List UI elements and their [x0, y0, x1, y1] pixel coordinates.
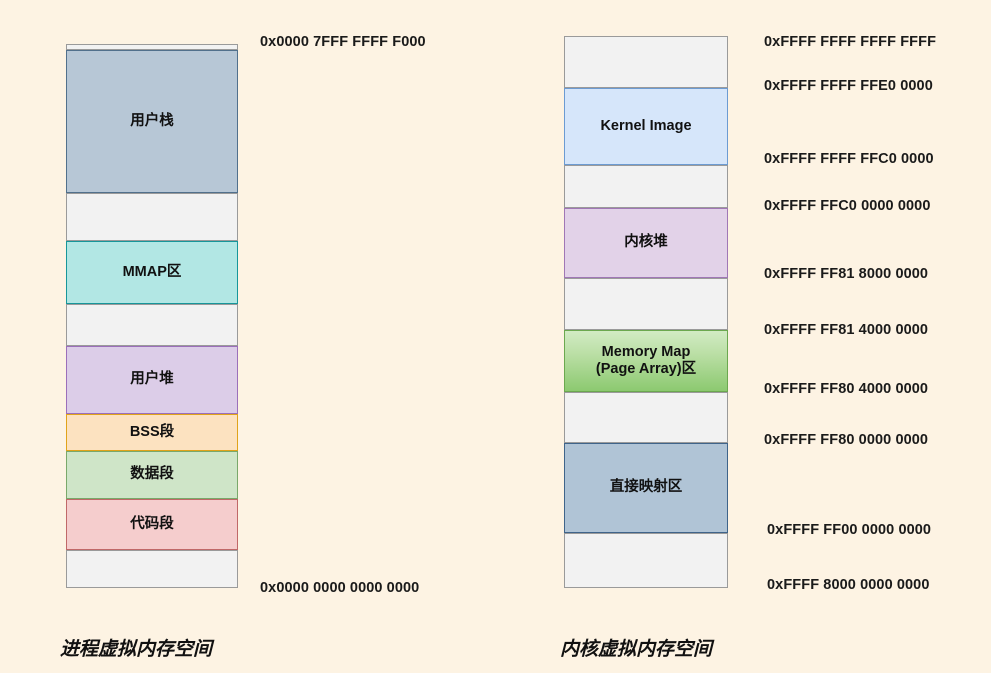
address-label-kernel-0: 0xFFFF FFFF FFFF FFFF [764, 34, 937, 50]
memory-block-label: 内核堆 [624, 234, 668, 251]
memory-block-gap [66, 44, 238, 50]
kernel-memory-column: Kernel Image 内核堆 Memory Map (Page Array)… [564, 36, 728, 588]
address-label-kernel-9: 0xFFFF 8000 0000 0000 [767, 577, 930, 593]
memory-block-text: 代码段 [66, 499, 238, 550]
memory-block-label: Kernel Image [600, 117, 692, 134]
memory-block-user-heap: 用户堆 [66, 346, 238, 414]
address-label-kernel-8: 0xFFFF FF00 0000 0000 [767, 522, 932, 538]
memory-block-gap [564, 36, 728, 88]
memory-block-label: BSS段 [129, 423, 175, 440]
address-label-kernel-6: 0xFFFF FF80 4000 0000 [764, 381, 929, 397]
memory-block-user-stack: 用户栈 [66, 50, 238, 193]
memory-block-label: 直接映射区 [609, 479, 683, 496]
memory-block-memory-map: Memory Map (Page Array)区 [564, 330, 728, 392]
memory-block-gap [66, 304, 238, 346]
memory-block-label: MMAP区 [122, 263, 182, 280]
memory-block-gap [66, 550, 238, 588]
address-label-kernel-5: 0xFFFF FF81 4000 0000 [764, 322, 929, 338]
address-label-kernel-7: 0xFFFF FF80 0000 0000 [764, 432, 929, 448]
process-memory-column: 用户栈 MMAP区 用户堆 BSS段 数据段 代码段 [66, 44, 238, 588]
memory-block-mmap: MMAP区 [66, 241, 238, 304]
memory-block-data: 数据段 [66, 451, 238, 499]
memory-block-label: 用户堆 [130, 371, 174, 388]
process-space-caption: 进程虚拟内存空间 [60, 639, 213, 660]
address-label-kernel-2: 0xFFFF FFFF FFC0 0000 [764, 151, 934, 167]
address-label-kernel-3: 0xFFFF FFC0 0000 0000 [764, 198, 931, 214]
address-label-kernel-1: 0xFFFF FFFF FFE0 0000 [764, 78, 933, 94]
memory-block-label: 代码段 [130, 515, 174, 532]
memory-block-label: Memory Map (Page Array)区 [595, 343, 697, 377]
memory-block-gap [564, 533, 728, 588]
address-label-process-bottom: 0x0000 0000 0000 0000 [260, 580, 420, 596]
memory-block-gap [564, 278, 728, 330]
address-label-kernel-4: 0xFFFF FF81 8000 0000 [764, 266, 929, 282]
memory-block-bss: BSS段 [66, 414, 238, 451]
address-label-process-top: 0x0000 7FFF FFFF F000 [260, 34, 426, 50]
memory-block-kernel-image: Kernel Image [564, 88, 728, 165]
kernel-space-caption: 内核虚拟内存空间 [560, 639, 713, 660]
memory-block-gap [66, 193, 238, 241]
memory-block-gap [564, 392, 728, 443]
memory-block-direct-map: 直接映射区 [564, 443, 728, 533]
memory-block-label: 用户栈 [130, 112, 174, 129]
memory-block-label: 数据段 [130, 466, 174, 483]
memory-block-gap [564, 165, 728, 208]
memory-block-kernel-heap: 内核堆 [564, 208, 728, 278]
